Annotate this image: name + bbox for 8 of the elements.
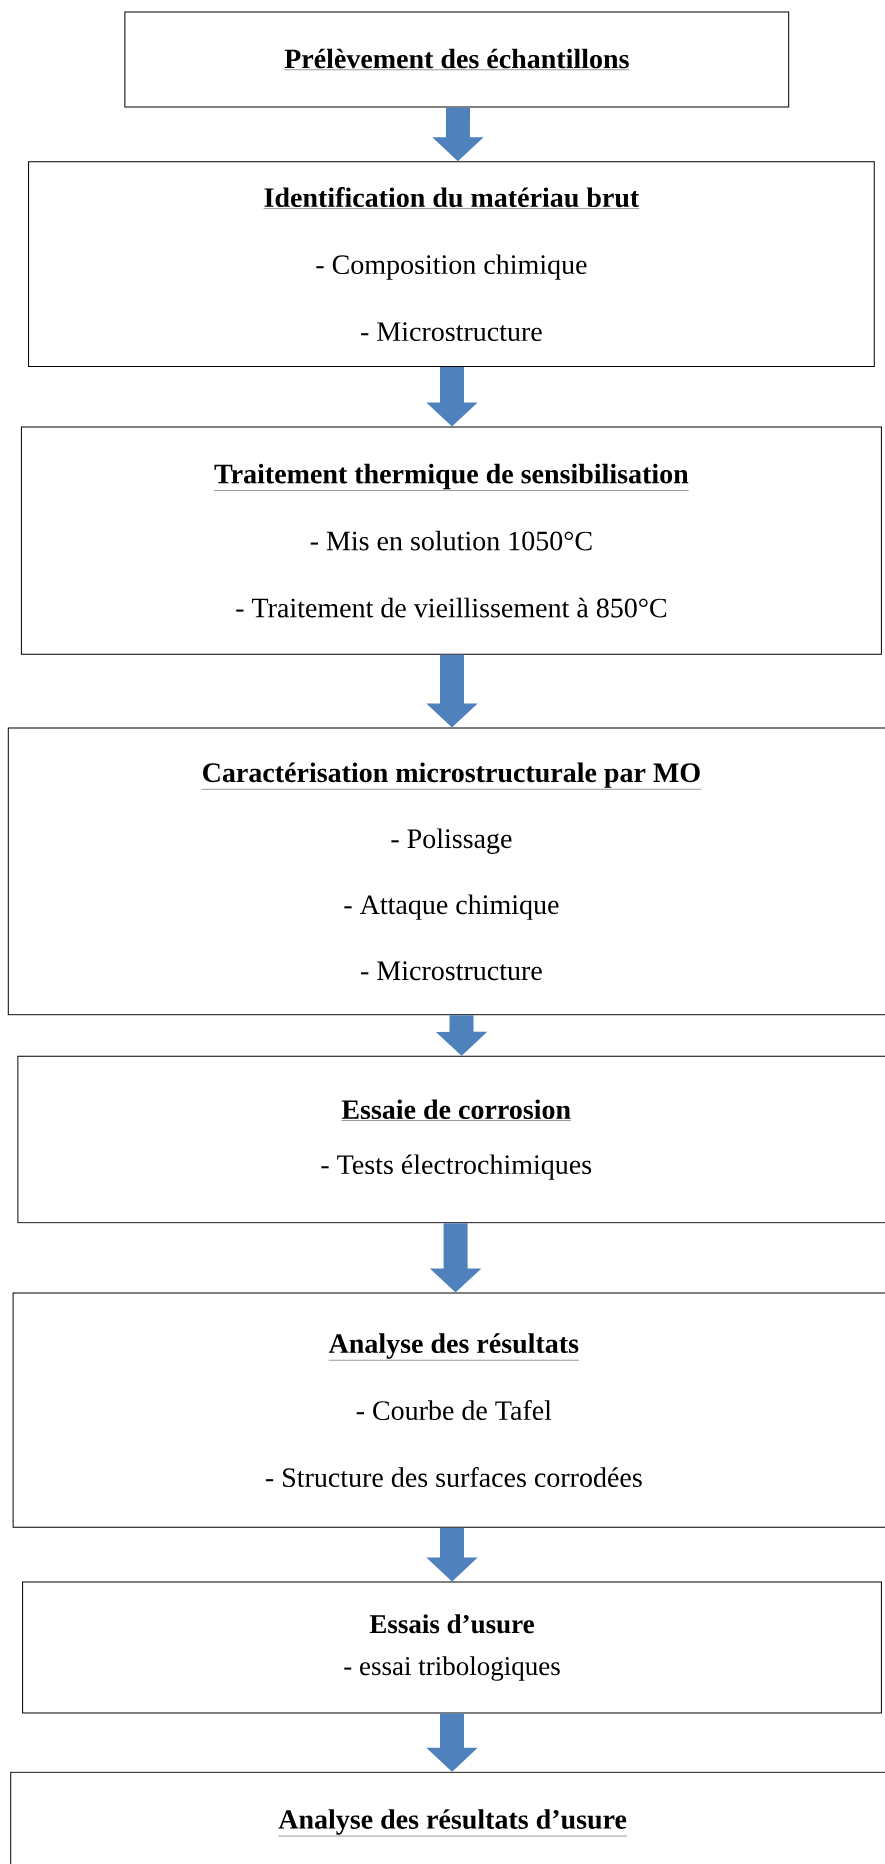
process-box: Essaie de corrosion - Tests électrochimiques xyxy=(17,1055,885,1224)
process-box: Analyse des résultats d’usure xyxy=(10,1771,885,1864)
process-box: Traitement thermique de sensibilisation - Mis en solution 1050°C - Traitement de vieillissement à 850°C xyxy=(20,426,882,655)
process-box: Caractérisation microstructurale par MO - Polissage - Attaque chimique - Microstructure xyxy=(7,727,885,1016)
process-box: Analyse des résultats - Courbe de Tafel - Structure des surfaces corrodées xyxy=(12,1292,885,1528)
process-box: Identification du matériau brut - Composition chimique - Microstructure xyxy=(28,161,875,367)
process-box: Essais d’usure - essai tribologiques xyxy=(22,1581,882,1714)
process-box: Prélèvement des échantillons xyxy=(124,11,790,108)
